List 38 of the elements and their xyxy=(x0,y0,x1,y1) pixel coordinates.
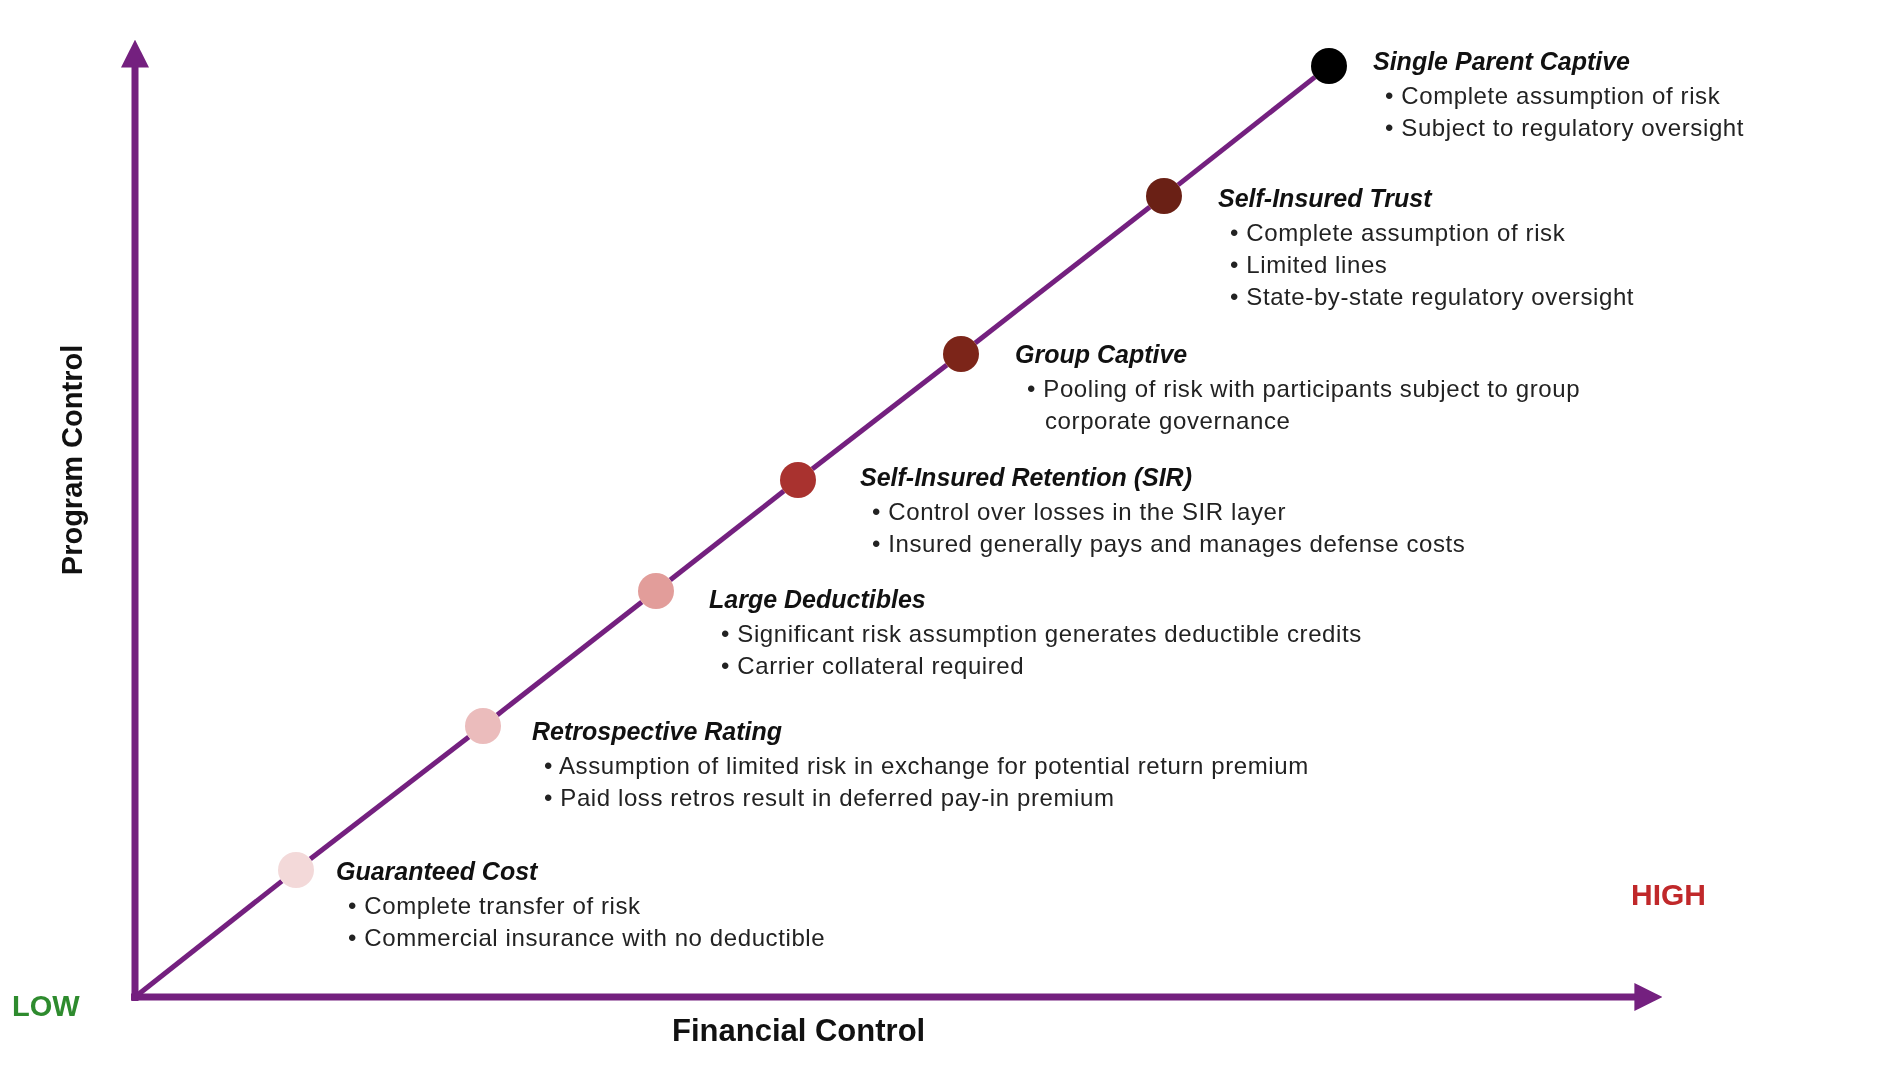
connector-line xyxy=(308,735,471,861)
circle-marker xyxy=(278,852,314,888)
tier-heading: Group Captive xyxy=(1015,339,1189,369)
connector-line xyxy=(495,600,644,717)
bullet-text: • Paid loss retros result in deferred pay-in premium xyxy=(544,783,1116,813)
axis-end-label: HIGH xyxy=(1631,878,1706,912)
tier-heading: Self-Insured Trust xyxy=(1218,183,1434,213)
tier-heading: Guaranteed Cost xyxy=(336,856,539,886)
connector-line xyxy=(973,205,1152,345)
circle-marker xyxy=(638,573,674,609)
bullet-text: • Pooling of risk with participants subject to group corporate governance xyxy=(1027,374,1582,436)
tier-heading: Large Deductibles xyxy=(709,584,927,614)
bullet-text: • Limited lines xyxy=(1230,250,1389,280)
circle-marker xyxy=(465,708,501,744)
tier-heading: Self-Insured Retention (SIR) xyxy=(860,462,1193,492)
circle-marker xyxy=(943,336,979,372)
bullet-text: • Complete assumption of risk xyxy=(1230,218,1567,248)
connector-line xyxy=(1176,75,1317,187)
bullet-text: • Subject to regulatory oversight xyxy=(1385,113,1746,143)
bullet-text: • State-by-state regulatory oversight xyxy=(1230,282,1636,312)
connector-line xyxy=(668,489,786,582)
axis-title: Financial Control xyxy=(672,1013,926,1049)
bullet-text: • Insured generally pays and manages defense costs xyxy=(872,529,1467,559)
connector-line xyxy=(810,363,949,471)
axis-end-label: LOW xyxy=(12,990,80,1023)
bullet-text: • Control over losses in the SIR layer xyxy=(872,497,1288,527)
circle-marker xyxy=(780,462,816,498)
bullet-text: • Complete transfer of risk xyxy=(348,891,642,921)
bullet-text: • Significant risk assumption generates deductible credits xyxy=(721,619,1363,649)
circle-marker xyxy=(1311,48,1347,84)
axis-title: Program Control xyxy=(55,344,89,576)
tier-heading: Single Parent Captive xyxy=(1373,46,1632,76)
bullet-text: • Assumption of limited risk in exchange for potential return premium xyxy=(544,751,1310,781)
circle-marker xyxy=(1146,178,1182,214)
bullet-text: • Complete assumption of risk xyxy=(1385,81,1722,111)
tier-heading: Retrospective Rating xyxy=(532,716,784,746)
bullet-text: • Commercial insurance with no deductible xyxy=(348,923,827,953)
bullet-text: • Carrier collateral required xyxy=(721,651,1026,681)
